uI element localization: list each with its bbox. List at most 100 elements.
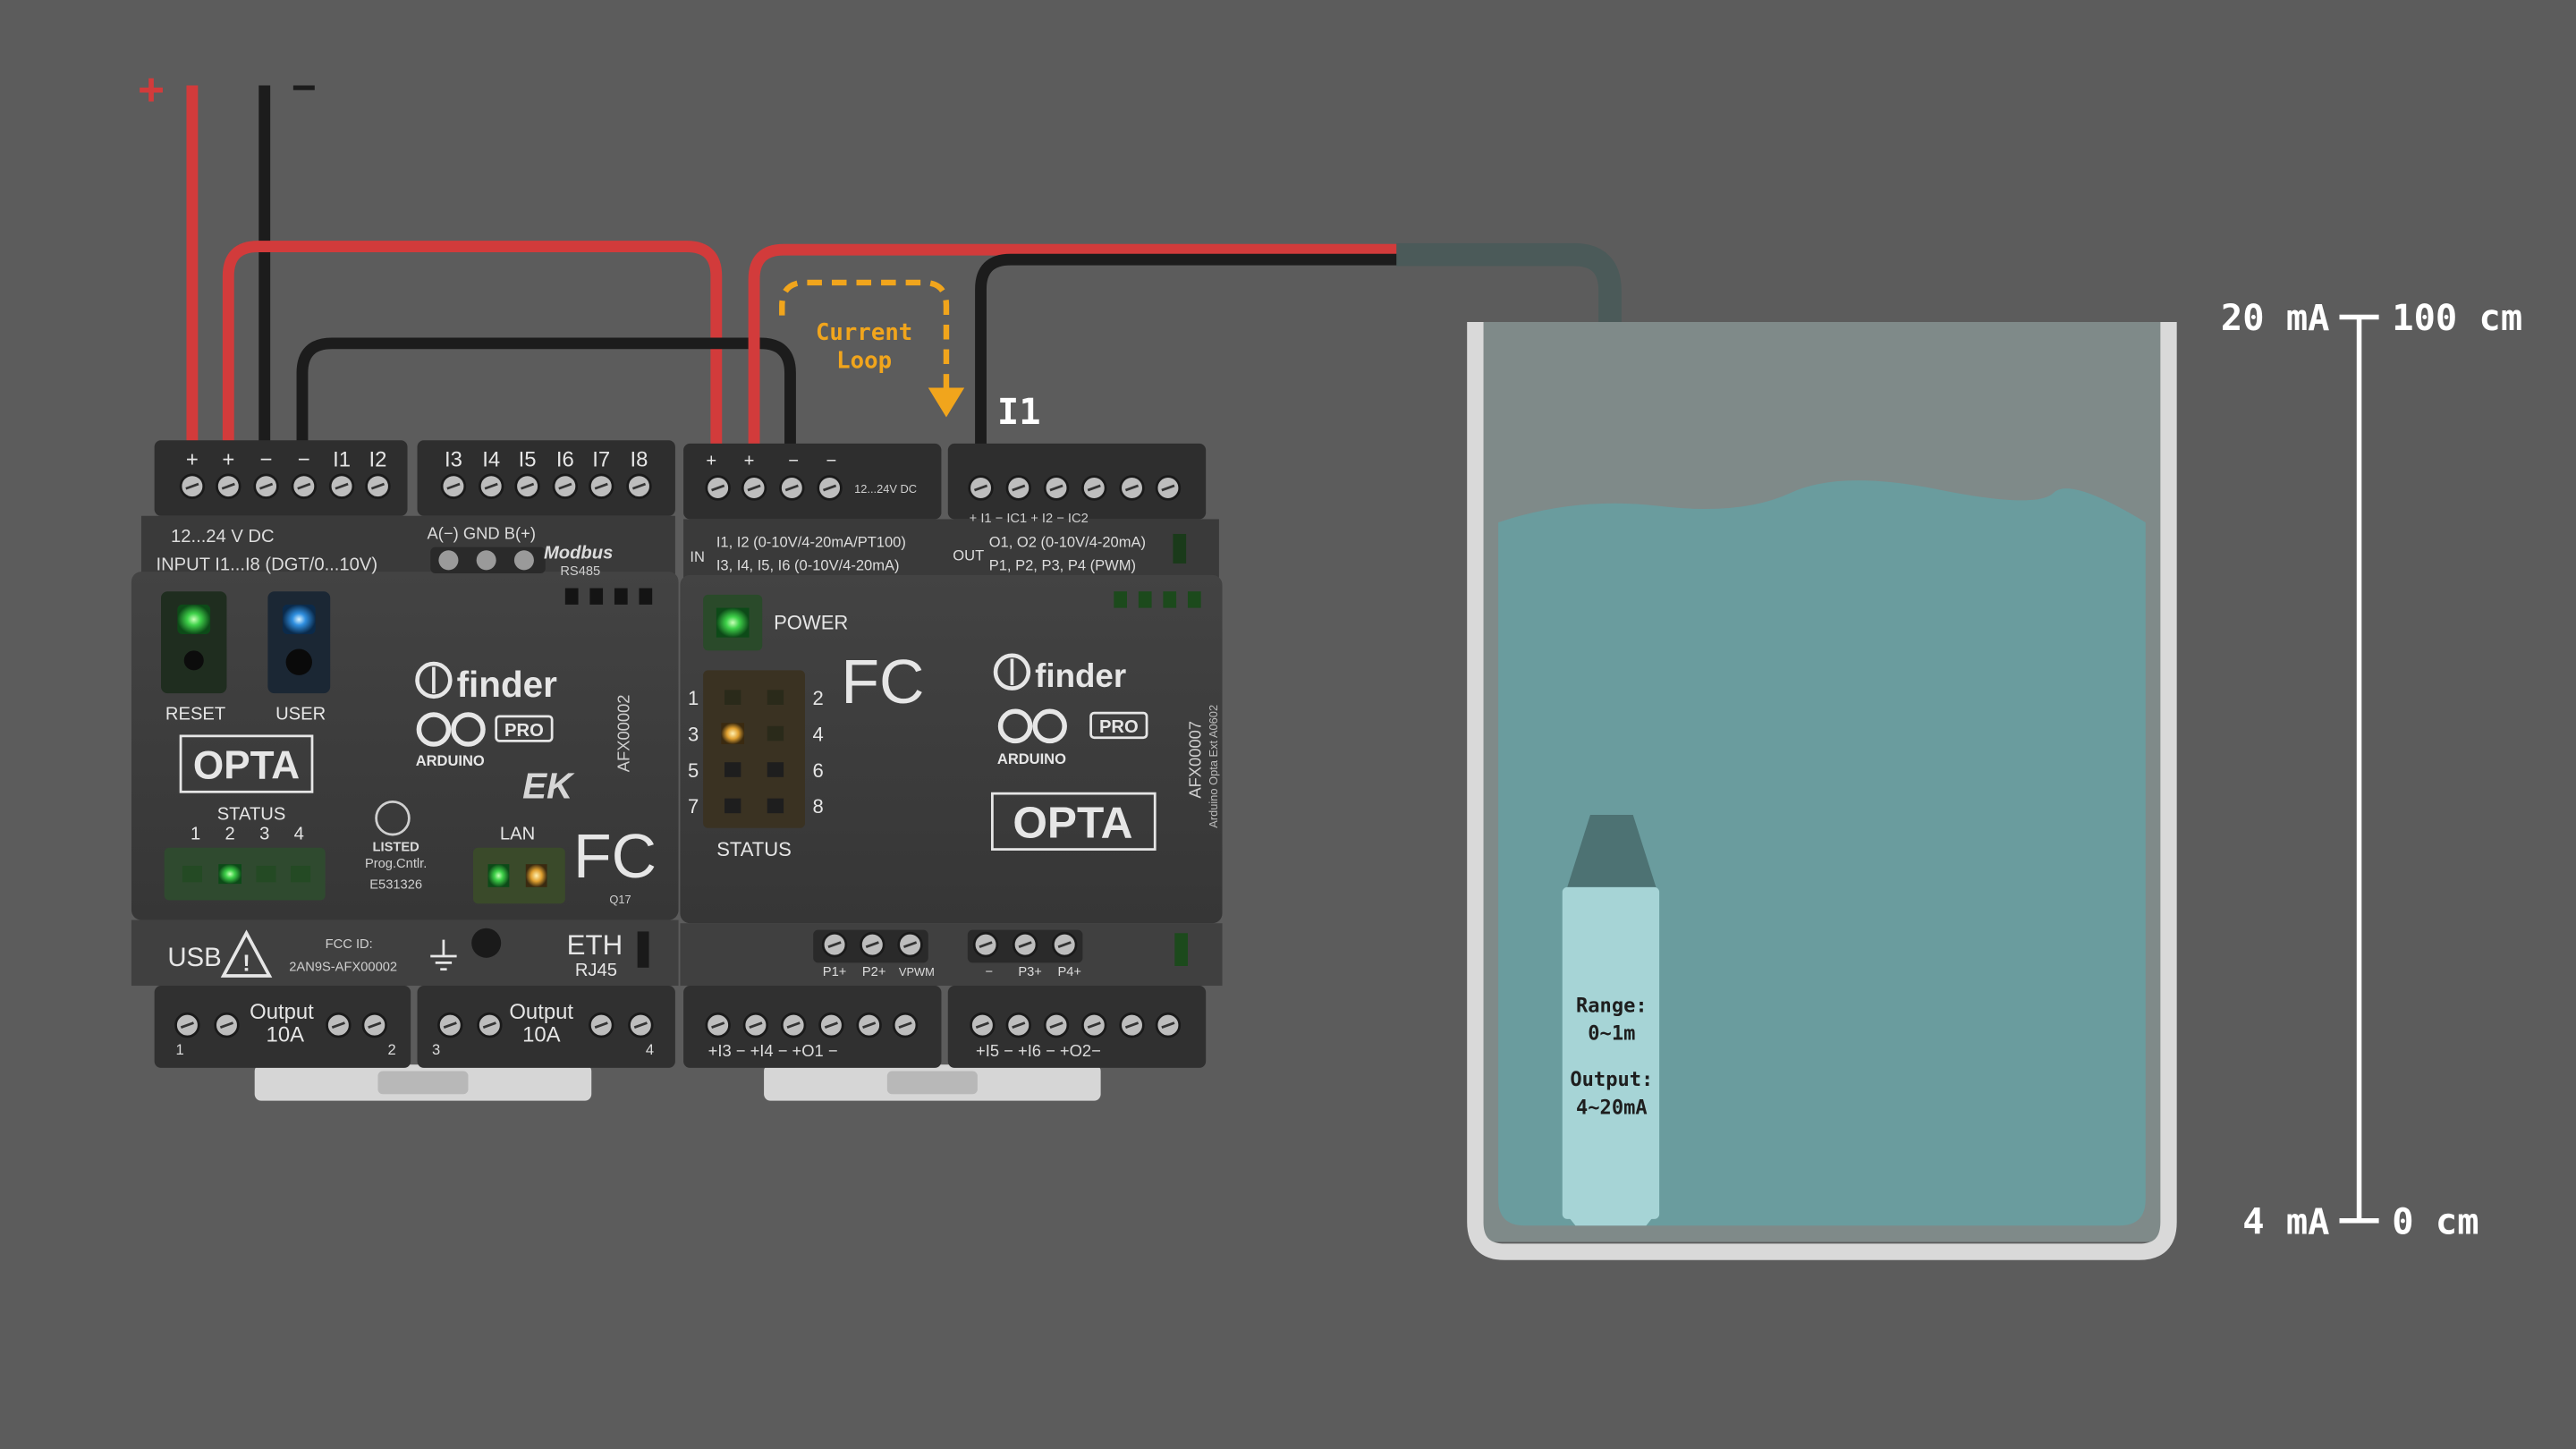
opta-ext-module: ++−− 12...24V DC + I1 − IC1 + I2 − IC2 I… (680, 443, 1223, 1101)
input-range-text: INPUT I1...I8 (DGT/0...10V) (156, 555, 377, 574)
status-led-4 (291, 865, 311, 883)
sensor-neck (1567, 815, 1657, 887)
status-led-1 (182, 865, 202, 883)
modbus-logo-text: Modbus (544, 543, 613, 563)
ext-part-desc-text: Arduino Opta Ext A0602 (1207, 705, 1220, 828)
ext-bottom-left-labels: +I3 − +I4 − +O1 − (708, 1041, 838, 1060)
e-number-text: E531326 (369, 878, 422, 893)
terminal-label: I2 (369, 448, 386, 472)
fcc-id-number: 2AN9S-AFX00002 (289, 961, 397, 975)
ext-in-line-1: I1, I2 (0-10V/4-20mA/PT100) (716, 534, 906, 551)
ext-terminal-label: + (706, 452, 716, 471)
ext-status-led-8 (767, 798, 784, 814)
reset-led (177, 604, 211, 634)
relay-2-num: 2 (387, 1041, 395, 1058)
sensor-output-value: 4~20mA (1576, 1097, 1648, 1119)
terminal-label: + (186, 448, 199, 472)
opta-logo-text: OPTA (193, 744, 300, 788)
ext-terminal-label: − (788, 452, 799, 471)
part-number-text: AFX00002 (614, 694, 632, 772)
terminal-label: − (298, 448, 310, 472)
current-loop-arrow (779, 279, 950, 388)
ek-mark-icon: EK (522, 766, 575, 807)
status-number: 1 (191, 825, 200, 844)
finder-logo-icon (415, 661, 453, 699)
pwm-label-p4: P4+ (1057, 965, 1081, 979)
pwm-label-p2: P2+ (862, 965, 886, 979)
status-led-3 (256, 865, 276, 883)
relay-1-num: 1 (176, 1041, 184, 1058)
ground-icon (430, 939, 457, 971)
bottom-terminal-block-1 (154, 986, 411, 1068)
rj45-label: RJ45 (575, 961, 617, 980)
arduino-logo-icon (416, 712, 486, 747)
status-number: 2 (225, 825, 235, 844)
terminal-label: I3 (445, 448, 462, 472)
relay-3-num: 3 (432, 1041, 440, 1058)
ground-screw (471, 928, 502, 958)
ext-out-line-2: P1, P2, P3, P4 (PWM) (989, 556, 1136, 573)
status-number: 3 (259, 825, 269, 844)
lan-activity-led (525, 864, 547, 887)
current-loop-label-1: Current (816, 319, 912, 346)
sensor-signal-wire (975, 253, 1400, 477)
output-1-label: Output (250, 1000, 314, 1024)
terminal-label: I5 (519, 448, 537, 472)
q17-text: Q17 (609, 893, 631, 906)
opta-logo-frame (179, 734, 314, 793)
ext-io-small-labels: + I1 − IC1 + I2 − IC2 (970, 512, 1089, 526)
user-label: USER (275, 704, 326, 724)
relay-4-num: 4 (646, 1041, 654, 1058)
prog-cntlr-text: Prog.Cntlr. (365, 857, 427, 871)
supply-plus-label: + (138, 64, 165, 115)
ext-status-led-3 (721, 723, 745, 745)
svg-text:!: ! (242, 952, 250, 977)
pwm-label-vpwm: VPWM (899, 965, 935, 979)
ext-status-number: 3 (688, 723, 699, 745)
ext-top-terminal-block-2 (947, 443, 1207, 520)
ext-status-led-5 (724, 762, 741, 777)
sensor-plus-wire (748, 243, 1400, 477)
ext-status-number: 5 (688, 759, 699, 782)
power-label: POWER (774, 611, 848, 633)
bridge-plus-wire (222, 241, 723, 477)
wiring (186, 85, 1622, 822)
scale-top-current: 20 mA (2221, 296, 2330, 339)
ext-opta-logo-text: OPTA (1013, 798, 1132, 848)
lan-link-led (487, 864, 510, 887)
bottom-terminal-block-2 (417, 986, 675, 1068)
ext-top-terminal-block-1 (683, 443, 942, 520)
current-loop-arrowhead (928, 387, 965, 418)
level-scale: 20 mA 100 cm 4 mA 0 cm (2221, 296, 2522, 1242)
terminal-label: I7 (592, 448, 610, 472)
output-2-amps: 10A (522, 1022, 561, 1046)
status-led-2 (218, 864, 242, 885)
terminal-label: + (222, 448, 234, 472)
output-1-amps: 10A (267, 1022, 305, 1046)
status-label: STATUS (217, 805, 286, 825)
ext-status-led-4 (767, 725, 784, 741)
terminal-label: I8 (631, 448, 648, 472)
top-terminal-block-2 (417, 440, 675, 516)
ext-status-number: 6 (813, 759, 824, 782)
status-led-bar (164, 847, 326, 901)
terminal-label: I1 (333, 448, 351, 472)
ext-opta-logo-frame (991, 792, 1157, 851)
water-body (1498, 480, 2146, 1226)
rs485-pin-text: A(−) GND B(+) (428, 523, 536, 542)
ext-bottom-right-labels: +I5 − +I6 − +O2− (976, 1041, 1101, 1060)
supply-minus-label: − (292, 64, 317, 112)
ext-finder-brand-text: finder (1035, 657, 1126, 694)
scale-top-level: 100 cm (2392, 296, 2522, 339)
usb-label: USB (167, 943, 221, 972)
rs485-text: RS485 (560, 564, 600, 579)
ul-listed-icon (375, 800, 411, 836)
power-led (716, 607, 750, 638)
ext-out-line-1: O1, O2 (0-10V/4-20mA) (989, 534, 1146, 551)
pwm-label-minus: − (985, 965, 993, 979)
ext-status-number: 2 (813, 687, 824, 709)
ext-status-label: STATUS (716, 838, 792, 860)
terminal-label: I6 (556, 448, 574, 472)
bridge-minus-wire (296, 337, 796, 477)
